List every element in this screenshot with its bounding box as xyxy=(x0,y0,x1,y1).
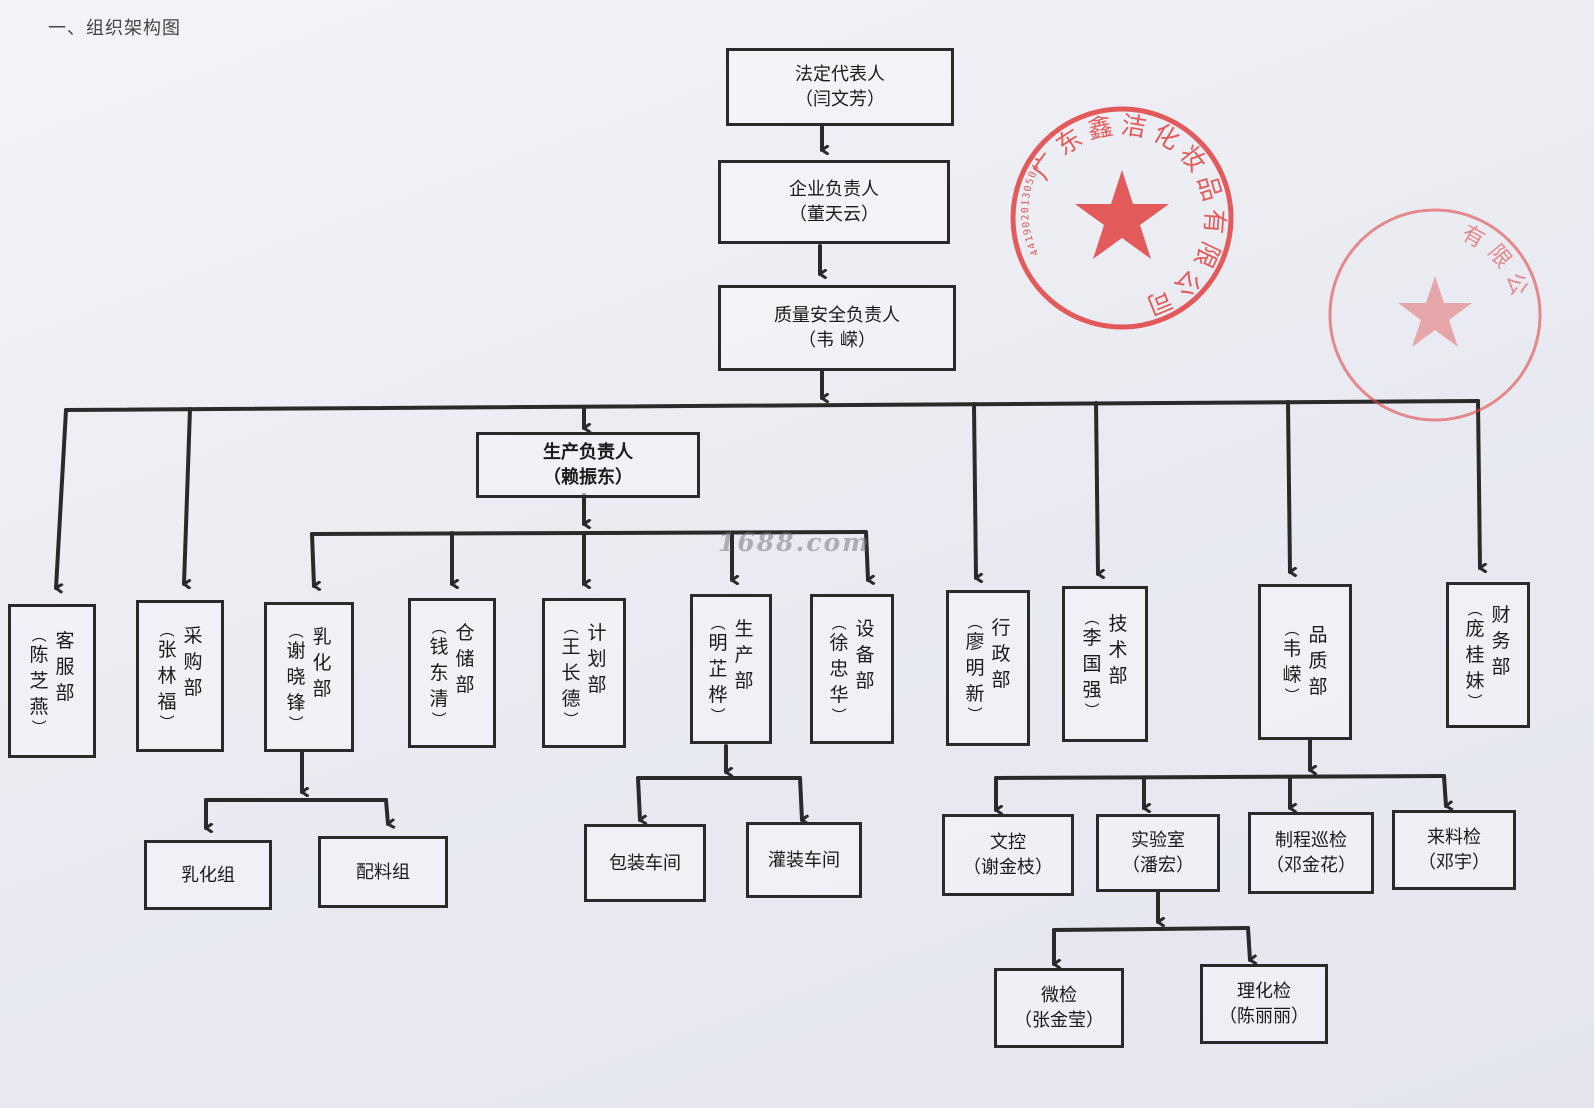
person-name-column: （李国强） xyxy=(1082,610,1102,718)
section-heading: 一、组织架构图 xyxy=(48,18,181,39)
person-name-column: （明芷桦） xyxy=(708,615,728,723)
dept-finance: 财务部 （庞桂妹） xyxy=(1446,582,1530,728)
dept-name-column: 计划部 xyxy=(587,622,607,696)
enterprise-head-title: 企业负责人 xyxy=(789,179,879,200)
arrow-to-physchem-test xyxy=(1246,926,1250,960)
lab-bus-line xyxy=(1052,926,1250,932)
incoming-inspection-name: （邓宇） xyxy=(1418,852,1490,873)
arrow-to-incoming-inspection xyxy=(1442,774,1446,806)
filling-workshop-box: 灌装车间 xyxy=(746,822,862,898)
arrow-to-admin xyxy=(972,402,976,578)
physchem-test-title: 理化检 xyxy=(1237,981,1291,1002)
faded-seal-text: 有限公 xyxy=(1457,221,1525,306)
legal-representative-box: 法定代表人 （闫文芳） xyxy=(726,48,954,126)
laboratory-name: （潘宏） xyxy=(1122,855,1194,876)
emulsion-group-label: 乳化组 xyxy=(181,864,235,886)
person-name-column: （庞桂妹） xyxy=(1465,601,1485,709)
document-control-name: （谢金枝） xyxy=(963,857,1053,878)
enterprise-head-name: （董天云） xyxy=(789,204,879,225)
process-inspection-name: （邓金花） xyxy=(1266,855,1356,876)
dept-production: 生产部 （明芷桦） xyxy=(690,594,772,744)
dept-name-column: 仓储部 xyxy=(455,622,475,696)
person-name-column: （钱东清） xyxy=(429,619,449,727)
laboratory-title: 实验室 xyxy=(1131,830,1185,851)
dept-warehouse: 仓储部 （钱东清） xyxy=(408,598,496,748)
micro-test-title: 微检 xyxy=(1041,985,1077,1006)
dept-admin: 行政部 （廖明新） xyxy=(946,590,1030,746)
production-head-box: 生产负责人 （赖振东） xyxy=(476,432,700,498)
filling-workshop-label: 灌装车间 xyxy=(768,849,840,871)
person-name-column: （王长德） xyxy=(561,619,581,727)
dept-technical: 技术部 （李国强） xyxy=(1062,586,1148,742)
arrow-to-packaging xyxy=(636,776,640,820)
top-bus-line xyxy=(64,399,1480,412)
person-name-column: （张林福） xyxy=(157,622,177,730)
quality-safety-head-title: 质量安全负责人 xyxy=(774,305,900,326)
dept-name-column: 财务部 xyxy=(1491,604,1511,678)
emulsion-group-box: 乳化组 xyxy=(144,840,272,910)
packaging-workshop-label: 包装车间 xyxy=(609,852,681,874)
arrow-to-technical xyxy=(1094,401,1098,574)
legal-representative-title: 法定代表人 xyxy=(795,64,885,85)
dept-name-column: 技术部 xyxy=(1108,613,1128,687)
dept-planning: 计划部 （王长德） xyxy=(542,598,626,748)
dept-name-column: 生产部 xyxy=(734,618,754,692)
arrow-to-batching-group xyxy=(384,798,388,824)
dept-quality: 品质部 （韦嵘） xyxy=(1258,584,1352,740)
dept-name-column: 乳化部 xyxy=(312,626,332,700)
seal-star-icon xyxy=(1075,170,1169,259)
dept-emulsion: 乳化部 （谢晓锋） xyxy=(264,602,354,752)
process-inspection-box: 制程巡检 （邓金花） xyxy=(1248,812,1374,894)
faded-seal: 有限公 xyxy=(1328,208,1542,422)
person-name-column: （徐忠华） xyxy=(829,615,849,723)
enterprise-head-box: 企业负责人 （董天云） xyxy=(718,160,950,244)
production-head-title: 生产负责人 xyxy=(543,442,633,463)
dept-name-column: 采购部 xyxy=(183,625,203,699)
arrow-to-quality xyxy=(1286,400,1290,572)
faded-seal-star-icon xyxy=(1398,276,1472,347)
quality-safety-head-name: （韦 嵘） xyxy=(798,330,876,351)
dept-name-column: 设备部 xyxy=(855,618,875,692)
arrow-to-emulsion xyxy=(310,532,314,586)
incoming-inspection-box: 来料检 （邓宇） xyxy=(1392,810,1516,890)
arrow-to-filling xyxy=(798,776,802,820)
dept-customer-service: 客服部 （陈芝燕） xyxy=(8,604,96,758)
packaging-workshop-box: 包装车间 xyxy=(584,824,706,902)
arrow-to-purchasing xyxy=(184,407,192,584)
dept-name-column: 品质部 xyxy=(1308,624,1328,698)
document-control-box: 文控 （谢金枝） xyxy=(942,814,1074,896)
person-name-column: （韦嵘） xyxy=(1282,621,1302,703)
laboratory-box: 实验室 （潘宏） xyxy=(1096,814,1220,892)
legal-representative-name: （闫文芳） xyxy=(795,89,885,110)
arrow-to-finance xyxy=(1476,399,1480,568)
dept-purchasing: 采购部 （张林福） xyxy=(136,600,224,752)
quality-safety-head-box: 质量安全负责人 （韦 嵘） xyxy=(718,285,956,371)
physchem-test-name: （陈丽丽） xyxy=(1219,1006,1309,1027)
arrow-to-equipment xyxy=(864,530,868,580)
micro-test-name: （张金莹） xyxy=(1014,1010,1104,1031)
person-name-column: （陈芝燕） xyxy=(29,627,49,735)
incoming-inspection-title: 来料检 xyxy=(1427,827,1481,848)
person-name-column: （谢晓锋） xyxy=(286,623,306,731)
dept-name-column: 客服部 xyxy=(55,630,75,704)
micro-test-box: 微检 （张金莹） xyxy=(994,968,1124,1048)
svg-text:有限公: 有限公 xyxy=(1457,221,1533,306)
batching-group-label: 配料组 xyxy=(356,861,410,883)
dept-equipment: 设备部 （徐忠华） xyxy=(810,594,894,744)
physchem-test-box: 理化检 （陈丽丽） xyxy=(1200,964,1328,1044)
production-head-name: （赖振东） xyxy=(543,467,633,488)
watermark: 1688.com xyxy=(718,528,871,557)
production-bus-line xyxy=(310,530,868,536)
process-inspection-title: 制程巡检 xyxy=(1275,830,1347,851)
batching-group-box: 配料组 xyxy=(318,836,448,908)
dept-name-column: 行政部 xyxy=(991,617,1011,691)
person-name-column: （廖明新） xyxy=(965,614,985,722)
quality-bus-line xyxy=(994,774,1446,780)
arrow-to-customer-service xyxy=(56,408,68,588)
document-control-title: 文控 xyxy=(990,832,1026,853)
company-seal: 广东鑫洁化妆品有限公司 4419020130504 xyxy=(1010,106,1234,330)
